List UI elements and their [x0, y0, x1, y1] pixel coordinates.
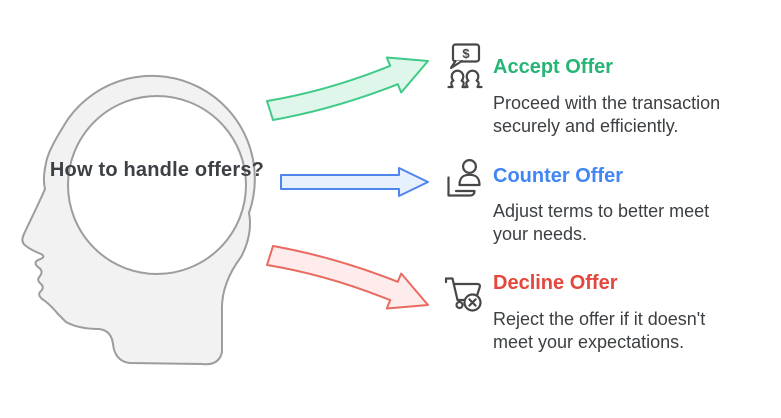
option-title-decline: Decline Offer — [493, 272, 618, 294]
head-silhouette — [21, 74, 256, 366]
hand-presenting-person-icon — [442, 157, 486, 201]
question-text: How to handle offers? — [49, 159, 265, 181]
option-title-counter: Counter Offer — [493, 165, 623, 187]
decline-arrow — [266, 245, 429, 310]
option-description-counter: Adjust terms to better meet your needs. — [493, 201, 710, 244]
option-description-decline: Reject the offer if it doesn't meet your… — [493, 309, 706, 352]
option-description-accept: Proceed with the transaction securely an… — [493, 93, 721, 136]
deal-dollar-people-icon: $ — [441, 41, 489, 89]
cart-x-icon — [441, 271, 487, 317]
counter-arrow — [280, 167, 429, 197]
accept-arrow — [266, 56, 429, 121]
thought-circle — [67, 95, 247, 275]
dollar-glyph: $ — [462, 46, 470, 61]
option-title-accept: Accept Offer — [493, 56, 614, 78]
